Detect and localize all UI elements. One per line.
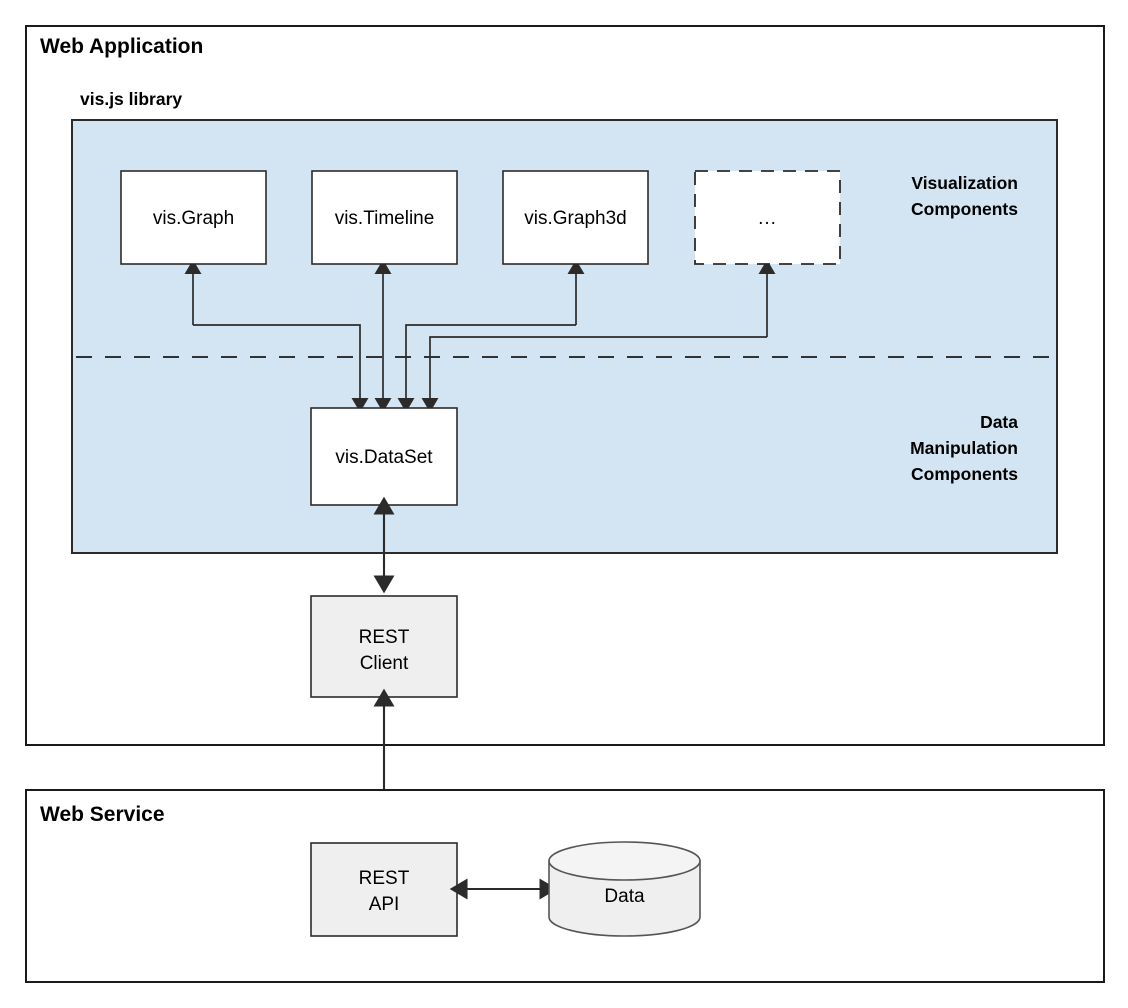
node-rest-api[interactable]: REST API bbox=[310, 842, 458, 937]
connector-graph3d-dataset bbox=[397, 324, 576, 413]
node-data-store[interactable]: Data bbox=[548, 841, 701, 937]
data-manipulation-components-label: Data Manipulation Components bbox=[910, 412, 1018, 484]
node-vis-graph3d[interactable]: vis.Graph3d bbox=[502, 170, 649, 265]
web-service-title: Web Service bbox=[40, 803, 165, 826]
node-more-components-label: ... bbox=[758, 208, 777, 229]
node-vis-timeline-label: vis.Timeline bbox=[335, 208, 435, 229]
node-vis-timeline-box[interactable] bbox=[311, 170, 458, 265]
node-rest-client-label-line1: REST bbox=[359, 627, 410, 648]
node-vis-timeline[interactable]: vis.Timeline bbox=[311, 170, 458, 265]
visualization-components-label: Visualization Components bbox=[911, 173, 1018, 219]
connector-more-dataset bbox=[421, 336, 767, 413]
node-rest-client[interactable]: REST Client bbox=[310, 595, 458, 698]
node-rest-client-label-line2: Client bbox=[360, 653, 409, 674]
svg-text:Data: Data bbox=[980, 412, 1018, 432]
node-vis-graph-box[interactable] bbox=[120, 170, 267, 265]
node-more-components-box[interactable] bbox=[694, 170, 841, 265]
node-rest-api-box[interactable] bbox=[310, 842, 458, 937]
vis-js-library-title: vis.js library bbox=[80, 89, 182, 109]
node-vis-dataset[interactable]: vis.DataSet bbox=[310, 407, 458, 506]
node-vis-dataset-box[interactable] bbox=[310, 407, 458, 506]
node-vis-graph-label: vis.Graph bbox=[153, 208, 234, 229]
node-data-store-top[interactable] bbox=[548, 841, 701, 881]
node-vis-graph3d-label: vis.Graph3d bbox=[524, 208, 626, 229]
node-data-store-body[interactable] bbox=[548, 860, 701, 937]
node-rest-client-box[interactable] bbox=[310, 595, 458, 698]
node-rest-api-label-line2: API bbox=[369, 894, 400, 915]
svg-text:Visualization: Visualization bbox=[911, 173, 1018, 193]
node-more-components[interactable]: ... bbox=[694, 170, 841, 265]
svg-text:Components: Components bbox=[911, 464, 1018, 484]
node-data-store-label: Data bbox=[604, 886, 645, 907]
svg-text:Manipulation: Manipulation bbox=[910, 438, 1018, 458]
node-vis-dataset-label: vis.DataSet bbox=[335, 447, 433, 468]
web-application-title: Web Application bbox=[40, 35, 203, 58]
node-vis-graph[interactable]: vis.Graph bbox=[120, 170, 267, 265]
connector-graph-dataset bbox=[193, 324, 369, 413]
node-rest-api-label-line1: REST bbox=[359, 868, 410, 889]
svg-text:Components: Components bbox=[911, 199, 1018, 219]
node-vis-graph3d-box[interactable] bbox=[502, 170, 649, 265]
